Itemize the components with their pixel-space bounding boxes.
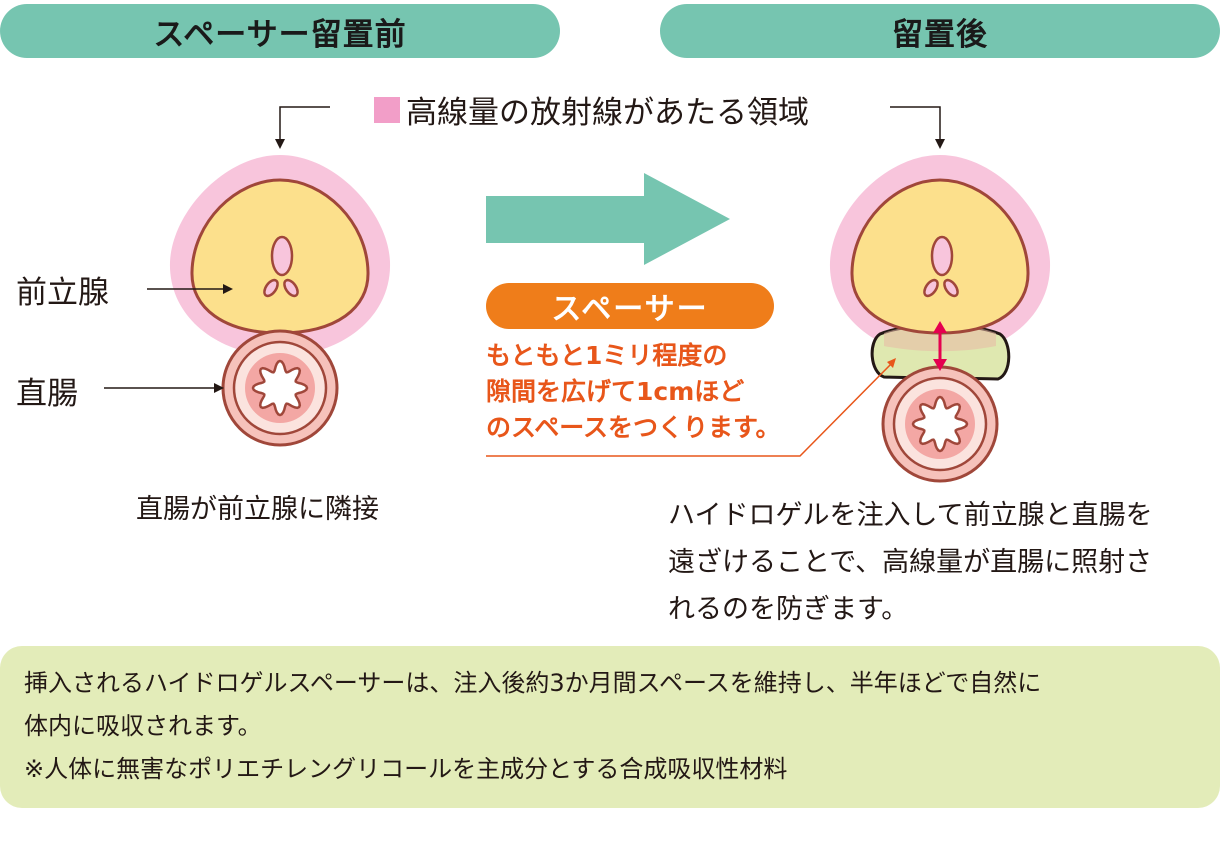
note-box: 挿入されるハイドロゲルスペーサーは、注入後約3か月間スペースを維持し、半年ほどで… [0, 646, 1220, 808]
rectum-lumen-after [911, 395, 969, 453]
header-before: スペーサー留置前 [0, 4, 560, 58]
spacer-description: もともと1ミリ程度の 隙間を広げて1cmほど のスペースをつくります。 [486, 338, 781, 446]
caption-after-line: ハイドロゲルを注入して前立腺と直腸を [668, 500, 1153, 531]
rectum-lumen-before [251, 359, 309, 417]
note-line: 挿入されるハイドロゲルスペーサーは、注入後約3か月間スペースを維持し、半年ほどで… [24, 669, 1042, 697]
duct-left-before [263, 278, 279, 298]
legend-connector-right [890, 106, 941, 142]
caption-after-line: 遠ざけることで、高線量が直腸に照射さ [668, 547, 1153, 578]
legend-text: 高線量の放射線があたる領域 [406, 95, 809, 131]
spacer-description-line: 隙間を広げて1cmほど [486, 377, 745, 406]
gap-arrow-down [933, 359, 947, 371]
duct-right-after [943, 278, 959, 298]
spacer-description-line: のスペースをつくります。 [486, 413, 781, 442]
legend-arrowhead-left [275, 139, 285, 149]
note-line: ※人体に無害なポリエチレングリコールを主成分とする合成吸収性材料 [24, 755, 788, 783]
legend: 高線量の放射線があたる領域 [374, 87, 809, 132]
legend-arrowhead-right [935, 139, 945, 149]
prostate-label-arrowhead [223, 284, 233, 294]
header-after: 留置後 [660, 4, 1220, 58]
spacer-description-line: もともと1ミリ程度の [486, 341, 728, 370]
caption-after-line: れるのを防ぎます。 [668, 594, 909, 625]
urethra-before [270, 235, 294, 277]
rectum-label: 直腸 [16, 376, 78, 412]
spacer-title-badge: スペーサー [486, 283, 774, 329]
rectum-label-arrowhead [214, 383, 224, 393]
transition-arrow [486, 173, 730, 265]
prostate-label: 前立腺 [16, 275, 109, 311]
caption-before: 直腸が前立腺に隣接 [136, 494, 379, 525]
legend-swatch [374, 96, 400, 123]
legend-connector-left [279, 106, 330, 142]
duct-left-after [923, 278, 939, 298]
gap-arrow-up [933, 321, 947, 333]
caption-after: ハイドロゲルを注入して前立腺と直腸を 遠ざけることで、高線量が直腸に照射さ れる… [668, 492, 1153, 633]
spacer-callout-arrowhead [887, 358, 896, 368]
urethra-after [930, 235, 954, 277]
duct-right-before [283, 278, 299, 298]
note-line: 体内に吸収されます。 [24, 712, 262, 740]
spacer-callout-line [486, 361, 894, 457]
